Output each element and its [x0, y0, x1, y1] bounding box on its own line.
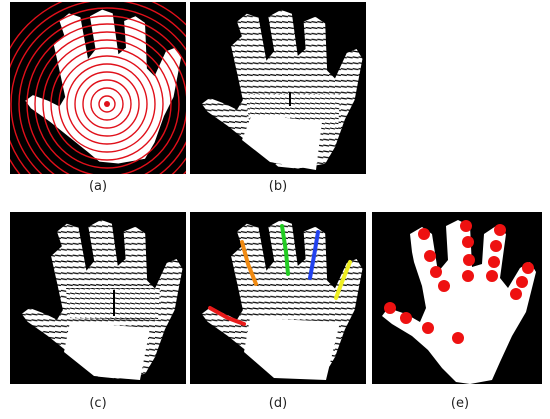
finger-centerlines-image [201, 219, 363, 380]
finger-centerlines [208, 224, 352, 326]
striped-hand-image-c [21, 219, 183, 380]
caption-a: (a) [88, 179, 108, 194]
panel-b-image [190, 2, 366, 174]
panel-c-image [10, 212, 186, 384]
caption-c: (c) [89, 396, 107, 411]
keypoints-image [382, 220, 536, 384]
caption-e: (e) [450, 396, 470, 411]
panel-d-image [190, 212, 366, 384]
panel-e-image [372, 212, 542, 384]
caption-b: (b) [268, 179, 288, 194]
panel-a-image [10, 2, 186, 174]
caption-d: (d) [268, 396, 288, 411]
keypoint-dots [384, 220, 534, 344]
striped-hand-image [201, 9, 363, 170]
concentric-rings-image [10, 2, 186, 174]
concentric-rings [10, 2, 186, 174]
